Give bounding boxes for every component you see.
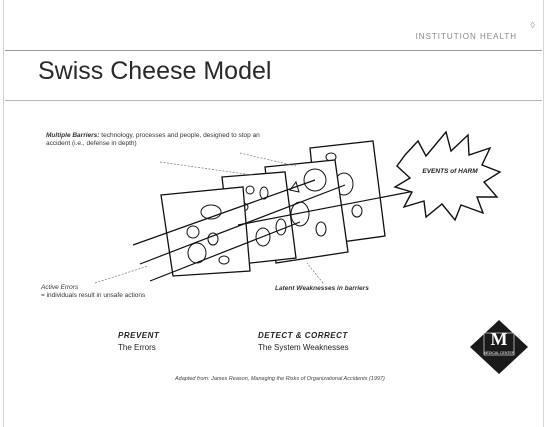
multiple-barriers-note: Multiple Barriers: technology, processes… (46, 132, 266, 148)
detect-correct-subtitle: The System Weaknesses (258, 343, 349, 352)
logo-text: MEDICAL CENTER (474, 351, 524, 355)
prevent-subtitle: The Errors (118, 343, 156, 352)
events-of-harm-label: EVENTS of HARM (412, 168, 488, 176)
logo-letter: M (484, 329, 514, 350)
active-errors-title: Active Errors (41, 284, 78, 291)
events-of-harm-burst (395, 132, 500, 220)
citation: Adapted from: James Reason, Managing the… (175, 376, 385, 382)
latent-weaknesses-label: Latent Weaknesses in barriers (275, 285, 369, 293)
prevent-label: PREVENT (118, 331, 159, 340)
active-errors-text: = individuals result in unsafe actions (41, 292, 145, 299)
active-errors-note: Active Errors = individuals result in un… (41, 284, 181, 300)
detect-correct-label: DETECT & CORRECT (258, 331, 348, 340)
cheese-slice-1 (161, 187, 250, 276)
multiple-barriers-title: Multiple Barriers: (46, 132, 99, 139)
